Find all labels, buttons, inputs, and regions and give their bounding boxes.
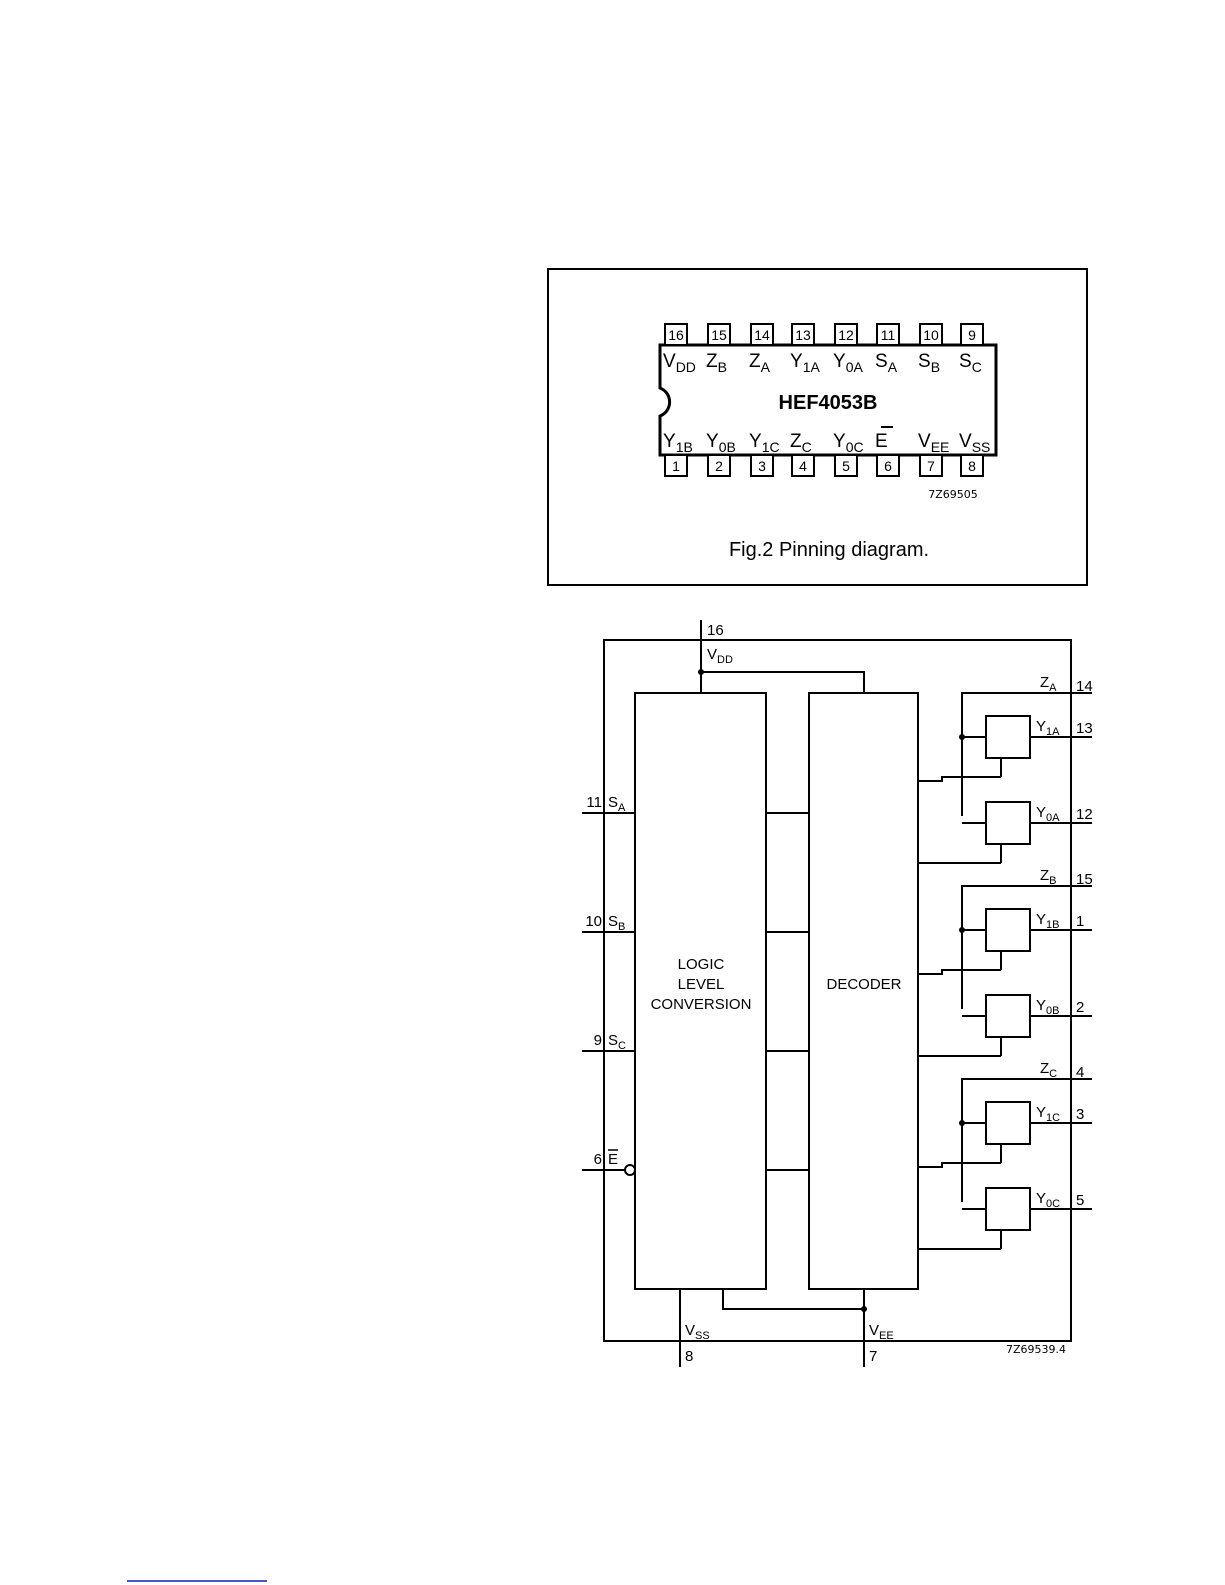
pin-number-4: 4 xyxy=(799,458,807,474)
chip-name: HEF4053B xyxy=(779,392,878,414)
analog-switch xyxy=(986,1188,1030,1230)
output-label-y1c: Y1C xyxy=(1036,1104,1060,1124)
input-sc-number: 9 xyxy=(594,1032,602,1049)
analog-switch xyxy=(986,802,1030,844)
pin-label-vdd: VDD xyxy=(663,351,696,375)
channel-a xyxy=(918,693,1092,863)
pin-label-vee: VEE xyxy=(918,431,949,455)
output-pin-number: 2 xyxy=(1076,999,1084,1016)
pin-label-y0b: Y0B xyxy=(706,431,736,455)
vss-label: VSS xyxy=(685,1322,710,1342)
pin-number-8: 8 xyxy=(968,458,976,474)
logic-block-line-1: LOGIC xyxy=(678,956,725,973)
pin-number-16: 16 xyxy=(668,327,684,343)
output-label-y1b: Y1B xyxy=(1036,911,1059,931)
pin-label-zb: ZB xyxy=(706,351,727,375)
output-pin-number: 13 xyxy=(1076,720,1093,737)
logic-block-line-3: CONVERSION xyxy=(651,996,752,1013)
pin-number-10: 10 xyxy=(923,327,939,343)
decoder-label: DECODER xyxy=(826,976,901,993)
pin-label-za: ZA xyxy=(749,351,771,375)
common-pin-number: 4 xyxy=(1076,1064,1084,1081)
output-pin-number: 5 xyxy=(1076,1192,1084,1209)
input-e-label: E xyxy=(608,1151,618,1168)
vee-label: VEE xyxy=(869,1322,894,1342)
pin-label-y0a: Y0A xyxy=(833,351,863,375)
output-label-y0b: Y0B xyxy=(1036,997,1059,1017)
block-figure-code: 7Z69539.4 xyxy=(1006,1343,1066,1356)
pin-number-1: 1 xyxy=(672,458,680,474)
common-label-za: ZA xyxy=(1040,674,1057,694)
output-pin-number: 3 xyxy=(1076,1106,1084,1123)
input-sb-label: SB xyxy=(608,913,625,933)
pin-label-vss: VSS xyxy=(959,431,990,455)
input-sb-number: 10 xyxy=(585,913,602,930)
pin-label-zc: ZC xyxy=(790,431,812,455)
pin-number-3: 3 xyxy=(758,458,766,474)
pin-number-2: 2 xyxy=(715,458,723,474)
pinning-figure-code: 7Z69505 xyxy=(928,488,978,501)
pin-label-sa: SA xyxy=(875,351,898,375)
pin-label-y1b: Y1B xyxy=(663,431,693,455)
input-e-number: 6 xyxy=(594,1151,602,1168)
pin-number-6: 6 xyxy=(884,458,892,474)
output-pin-number: 12 xyxy=(1076,806,1093,823)
pin-label-sc: SC xyxy=(959,351,982,375)
vss-pin-number: 8 xyxy=(685,1348,693,1365)
channel-c xyxy=(918,1079,1092,1249)
footer-rule xyxy=(127,1580,267,1582)
analog-switch xyxy=(986,716,1030,758)
analog-switch xyxy=(986,995,1030,1037)
output-label-y0a: Y0A xyxy=(1036,804,1060,824)
input-sa-label: SA xyxy=(608,794,626,814)
pinning-caption: Fig.2 Pinning diagram. xyxy=(729,539,929,561)
common-pin-number: 14 xyxy=(1076,678,1093,695)
pin-label-e-bar: E xyxy=(875,431,888,452)
pin-label-y0c: Y0C xyxy=(833,431,864,455)
pin-number-5: 5 xyxy=(842,458,850,474)
block-diagram-svg: LOGIC LEVEL CONVERSION DECODER 16 VDD VS… xyxy=(560,600,1180,1380)
common-label-zc: ZC xyxy=(1040,1060,1057,1080)
enable-inversion-bubble xyxy=(625,1165,635,1175)
analog-switch xyxy=(986,1102,1030,1144)
pinning-diagram-svg: HEF4053B 16VDD15ZB14ZA13Y1A12Y0A11SA10SB… xyxy=(549,270,1090,588)
vee-pin-number: 7 xyxy=(869,1348,877,1365)
input-sc-label: SC xyxy=(608,1032,626,1052)
output-pin-number: 1 xyxy=(1076,913,1084,930)
common-label-zb: ZB xyxy=(1040,867,1057,887)
analog-switch xyxy=(986,909,1030,951)
vdd-label: VDD xyxy=(707,646,733,666)
channel-b xyxy=(918,886,1092,1056)
pin-number-15: 15 xyxy=(711,327,727,343)
pin-number-12: 12 xyxy=(838,327,854,343)
pin-number-13: 13 xyxy=(795,327,811,343)
pin-number-9: 9 xyxy=(968,327,976,343)
pin-label-sb: SB xyxy=(918,351,940,375)
pin-number-7: 7 xyxy=(927,458,935,474)
common-pin-number: 15 xyxy=(1076,871,1093,888)
logic-block-line-2: LEVEL xyxy=(678,976,725,993)
output-label-y0c: Y0C xyxy=(1036,1190,1060,1210)
pin-label-y1a: Y1A xyxy=(790,351,820,375)
input-sa-number: 11 xyxy=(586,794,602,811)
pin-number-11: 11 xyxy=(881,327,896,343)
pin-number-14: 14 xyxy=(754,327,770,343)
pin-label-y1c: Y1C xyxy=(749,431,780,455)
vdd-pin-number: 16 xyxy=(707,622,724,639)
output-label-y1a: Y1A xyxy=(1036,718,1060,738)
block-diagram-figure: LOGIC LEVEL CONVERSION DECODER 16 VDD VS… xyxy=(560,600,1180,1380)
